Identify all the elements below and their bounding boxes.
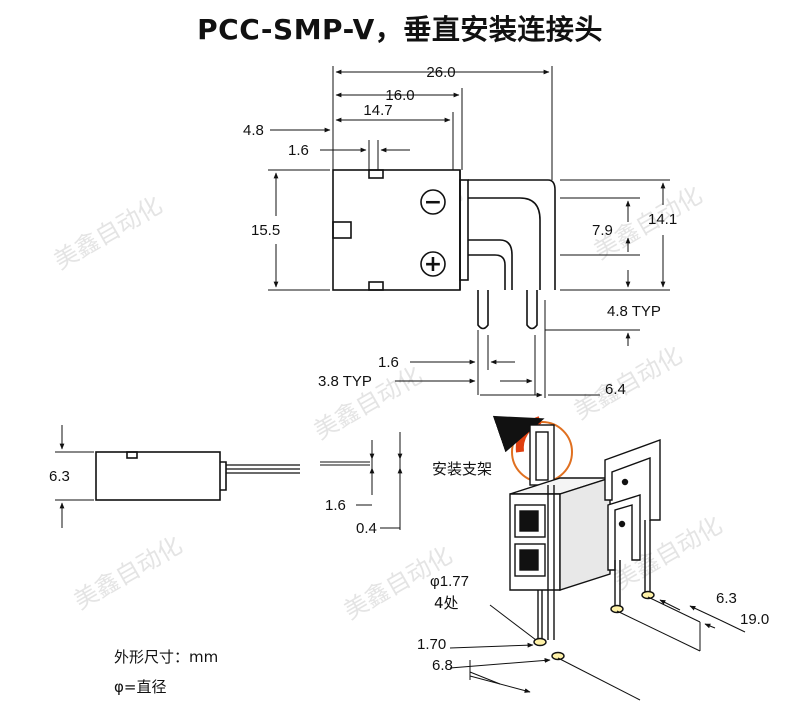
dim-width-16: 16.0 <box>385 87 414 104</box>
side-view <box>95 451 370 501</box>
dim-pin-width: 1.6 <box>378 354 399 371</box>
minus-symbol-ring <box>420 189 446 215</box>
housing-notch-bottom <box>368 281 384 291</box>
dim-height-14-1: 14.1 <box>648 211 677 228</box>
watermark-1: 美鑫自动化 <box>49 191 167 275</box>
dim-pin-offset: 6.4 <box>605 381 626 398</box>
lead-outer <box>468 179 556 290</box>
pin-left <box>477 290 489 330</box>
housing-latch <box>332 221 352 239</box>
units-note: 外形尺寸：mm <box>114 648 218 666</box>
watermark-8: 美鑫自动化 <box>609 511 727 595</box>
dim-iso-1-70: 1.70 <box>417 636 446 653</box>
housing-notch-top <box>368 169 384 179</box>
side-notch <box>126 451 138 459</box>
dim-lead-thickness: 1.6 <box>325 497 346 514</box>
plus-icon: + <box>424 252 442 277</box>
housing-flange <box>459 179 469 281</box>
side-housing <box>95 451 221 501</box>
dim-hole-count: 4处 <box>434 594 459 612</box>
iso-view <box>492 415 661 661</box>
top-dimension-lines <box>268 66 670 398</box>
dim-lead-gap: 0.4 <box>356 520 377 537</box>
dim-pin-pitch: 3.8 TYP <box>318 373 372 390</box>
dim-side-height: 6.3 <box>49 468 70 485</box>
plus-symbol-ring <box>420 251 446 277</box>
watermark-6: 美鑫自动化 <box>69 531 187 615</box>
dim-overall-width: 26.0 <box>426 64 455 81</box>
side-dimension-lines <box>55 425 403 530</box>
dim-width-1-6: 1.6 <box>288 142 309 159</box>
page-title: PCC-SMP-V，垂直安装连接头 <box>197 13 603 46</box>
dim-hole-dia: φ1.77 <box>430 573 469 590</box>
dim-width-14-7: 14.7 <box>363 102 392 119</box>
dim-pin-length: 4.8 TYP <box>607 303 661 320</box>
curved-arrow-icon <box>492 415 545 453</box>
side-flange <box>220 461 227 491</box>
dim-height-7-9: 7.9 <box>592 222 613 239</box>
watermark-5: 美鑫自动化 <box>569 341 687 425</box>
dim-iso-6-8: 6.8 <box>432 657 453 674</box>
dim-height-15-5: 15.5 <box>251 222 280 239</box>
iso-dimension-lines <box>449 596 746 701</box>
lead-inner-3 <box>468 254 506 290</box>
lead-inner-2 <box>468 239 513 290</box>
minus-icon: − <box>424 190 442 215</box>
bracket-label: 安装支架 <box>432 460 492 478</box>
top-view <box>332 169 556 330</box>
dim-iso-6-3: 6.3 <box>716 590 737 607</box>
pin-right <box>526 290 538 330</box>
phi-note: φ=直径 <box>114 678 166 696</box>
dim-width-4-8: 4.8 <box>243 122 264 139</box>
dim-iso-19-0: 19.0 <box>740 611 769 628</box>
lead-inner-1 <box>468 197 541 290</box>
